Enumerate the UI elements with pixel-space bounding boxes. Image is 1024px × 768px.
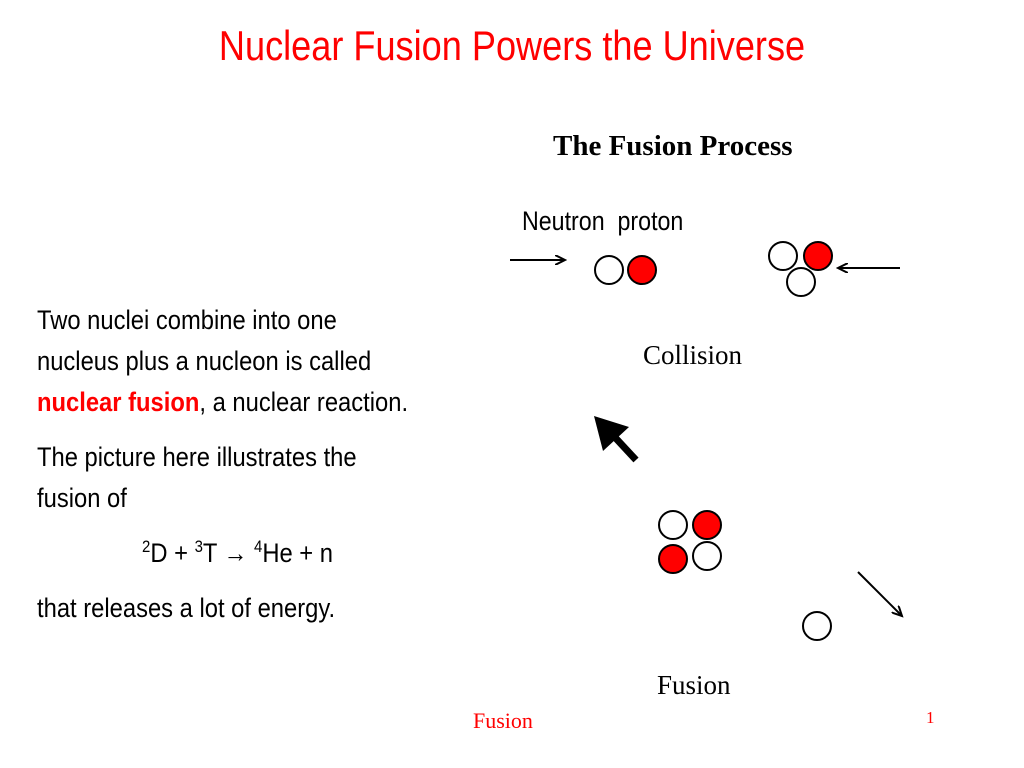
para2-line2: fusion of — [37, 483, 127, 513]
helium-proton-bottom — [658, 544, 688, 574]
bold-arrow-icon — [594, 416, 639, 463]
helium-neutron-bottom — [692, 541, 722, 571]
deuteron-neutron — [594, 255, 624, 285]
emitted-neutron — [802, 611, 832, 641]
deuteron-proton — [627, 255, 657, 285]
body-text: Two nuclei combine into one nucleus plus… — [37, 300, 507, 629]
diagram-title: The Fusion Process — [553, 130, 793, 162]
neutron-emission-arrow — [857, 571, 902, 616]
para1-line1: Two nuclei combine into one — [37, 305, 337, 335]
slide-title: Nuclear Fusion Powers the Universe — [218, 22, 806, 69]
helium-neutron-top — [658, 510, 688, 540]
page-number: 1 — [926, 708, 935, 727]
triton-neutron-bottom — [786, 267, 816, 297]
fusion-equation: 2D + 3T → 4He + n — [142, 537, 333, 568]
para1-rest: , a nuclear reaction. — [199, 387, 409, 417]
para2-line1: The picture here illustrates the — [37, 442, 357, 472]
nuclear-fusion-term: nuclear fusion — [37, 387, 200, 417]
para1-line2: nucleus plus a nucleon is called — [37, 346, 372, 376]
triton-neutron-top — [768, 241, 798, 271]
fusion-label: Fusion — [657, 670, 731, 700]
particle-labels: Neutron proton — [522, 206, 684, 236]
collision-label: Collision — [643, 340, 743, 370]
helium-proton-top — [692, 510, 722, 540]
triton-proton — [803, 241, 833, 271]
para3: that releases a lot of energy. — [37, 593, 336, 623]
footer-title: Fusion — [473, 708, 533, 733]
